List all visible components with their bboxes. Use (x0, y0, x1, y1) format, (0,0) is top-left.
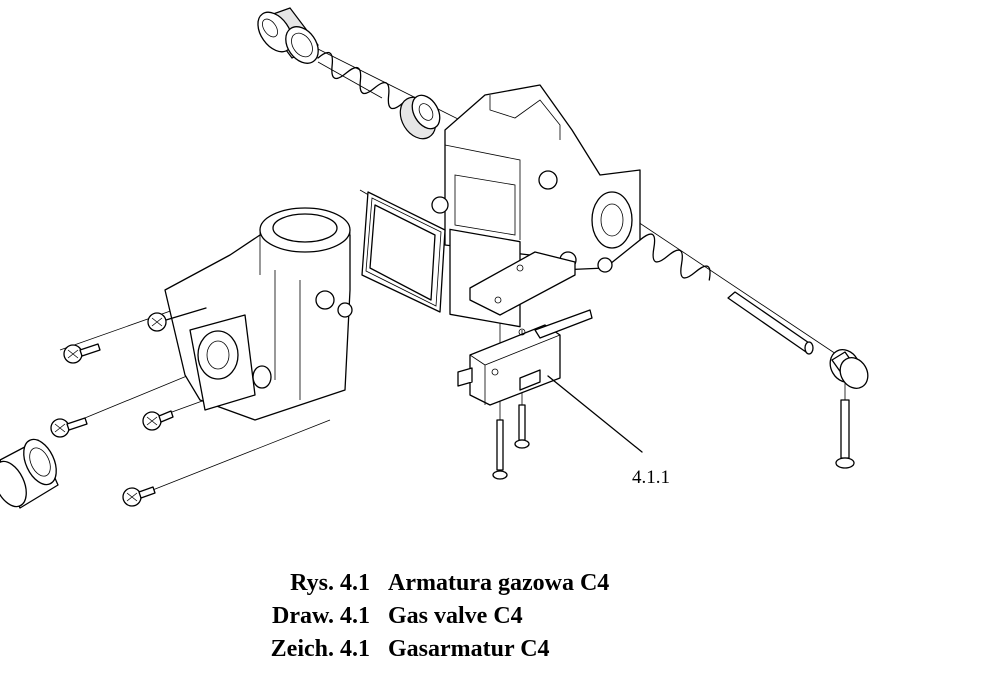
microswitch-part (457, 309, 593, 406)
gasket-frame-part (361, 191, 446, 313)
left-screws (50, 307, 207, 507)
screw-3 (50, 417, 88, 438)
caption-label: Draw. 4.1 (272, 603, 370, 629)
right-spring-part (639, 233, 711, 281)
callout-label: 4.1.1 (632, 467, 670, 488)
screw-4 (142, 410, 174, 431)
end-cap-part (829, 349, 869, 389)
diaphragm-ring-part (399, 94, 441, 140)
screw-1 (147, 307, 207, 332)
top-cap-part (257, 7, 319, 64)
bottom-plug-part (0, 438, 59, 509)
upper-housing-part (431, 84, 641, 328)
long-screw-part (835, 399, 855, 469)
exploded-view-drawing: 4.1.1 (0, 7, 869, 509)
screw-2 (63, 343, 101, 364)
screw-5 (122, 486, 156, 507)
caption-label: Rys. 4.1 (290, 570, 370, 596)
switch-screws (492, 404, 530, 480)
caption-title: Gas valve C4 (388, 603, 523, 629)
caption-title: Armatura gazowa C4 (388, 570, 610, 596)
bracket-plate-part (469, 251, 576, 316)
callout-4-1-1: 4.1.1 (547, 375, 670, 488)
rod-part (727, 291, 814, 355)
lower-body-part (164, 207, 353, 421)
caption-label: Zeich. 4.1 (270, 636, 370, 662)
top-spring-part (317, 51, 404, 110)
caption-title: Gasarmatur C4 (388, 636, 550, 662)
